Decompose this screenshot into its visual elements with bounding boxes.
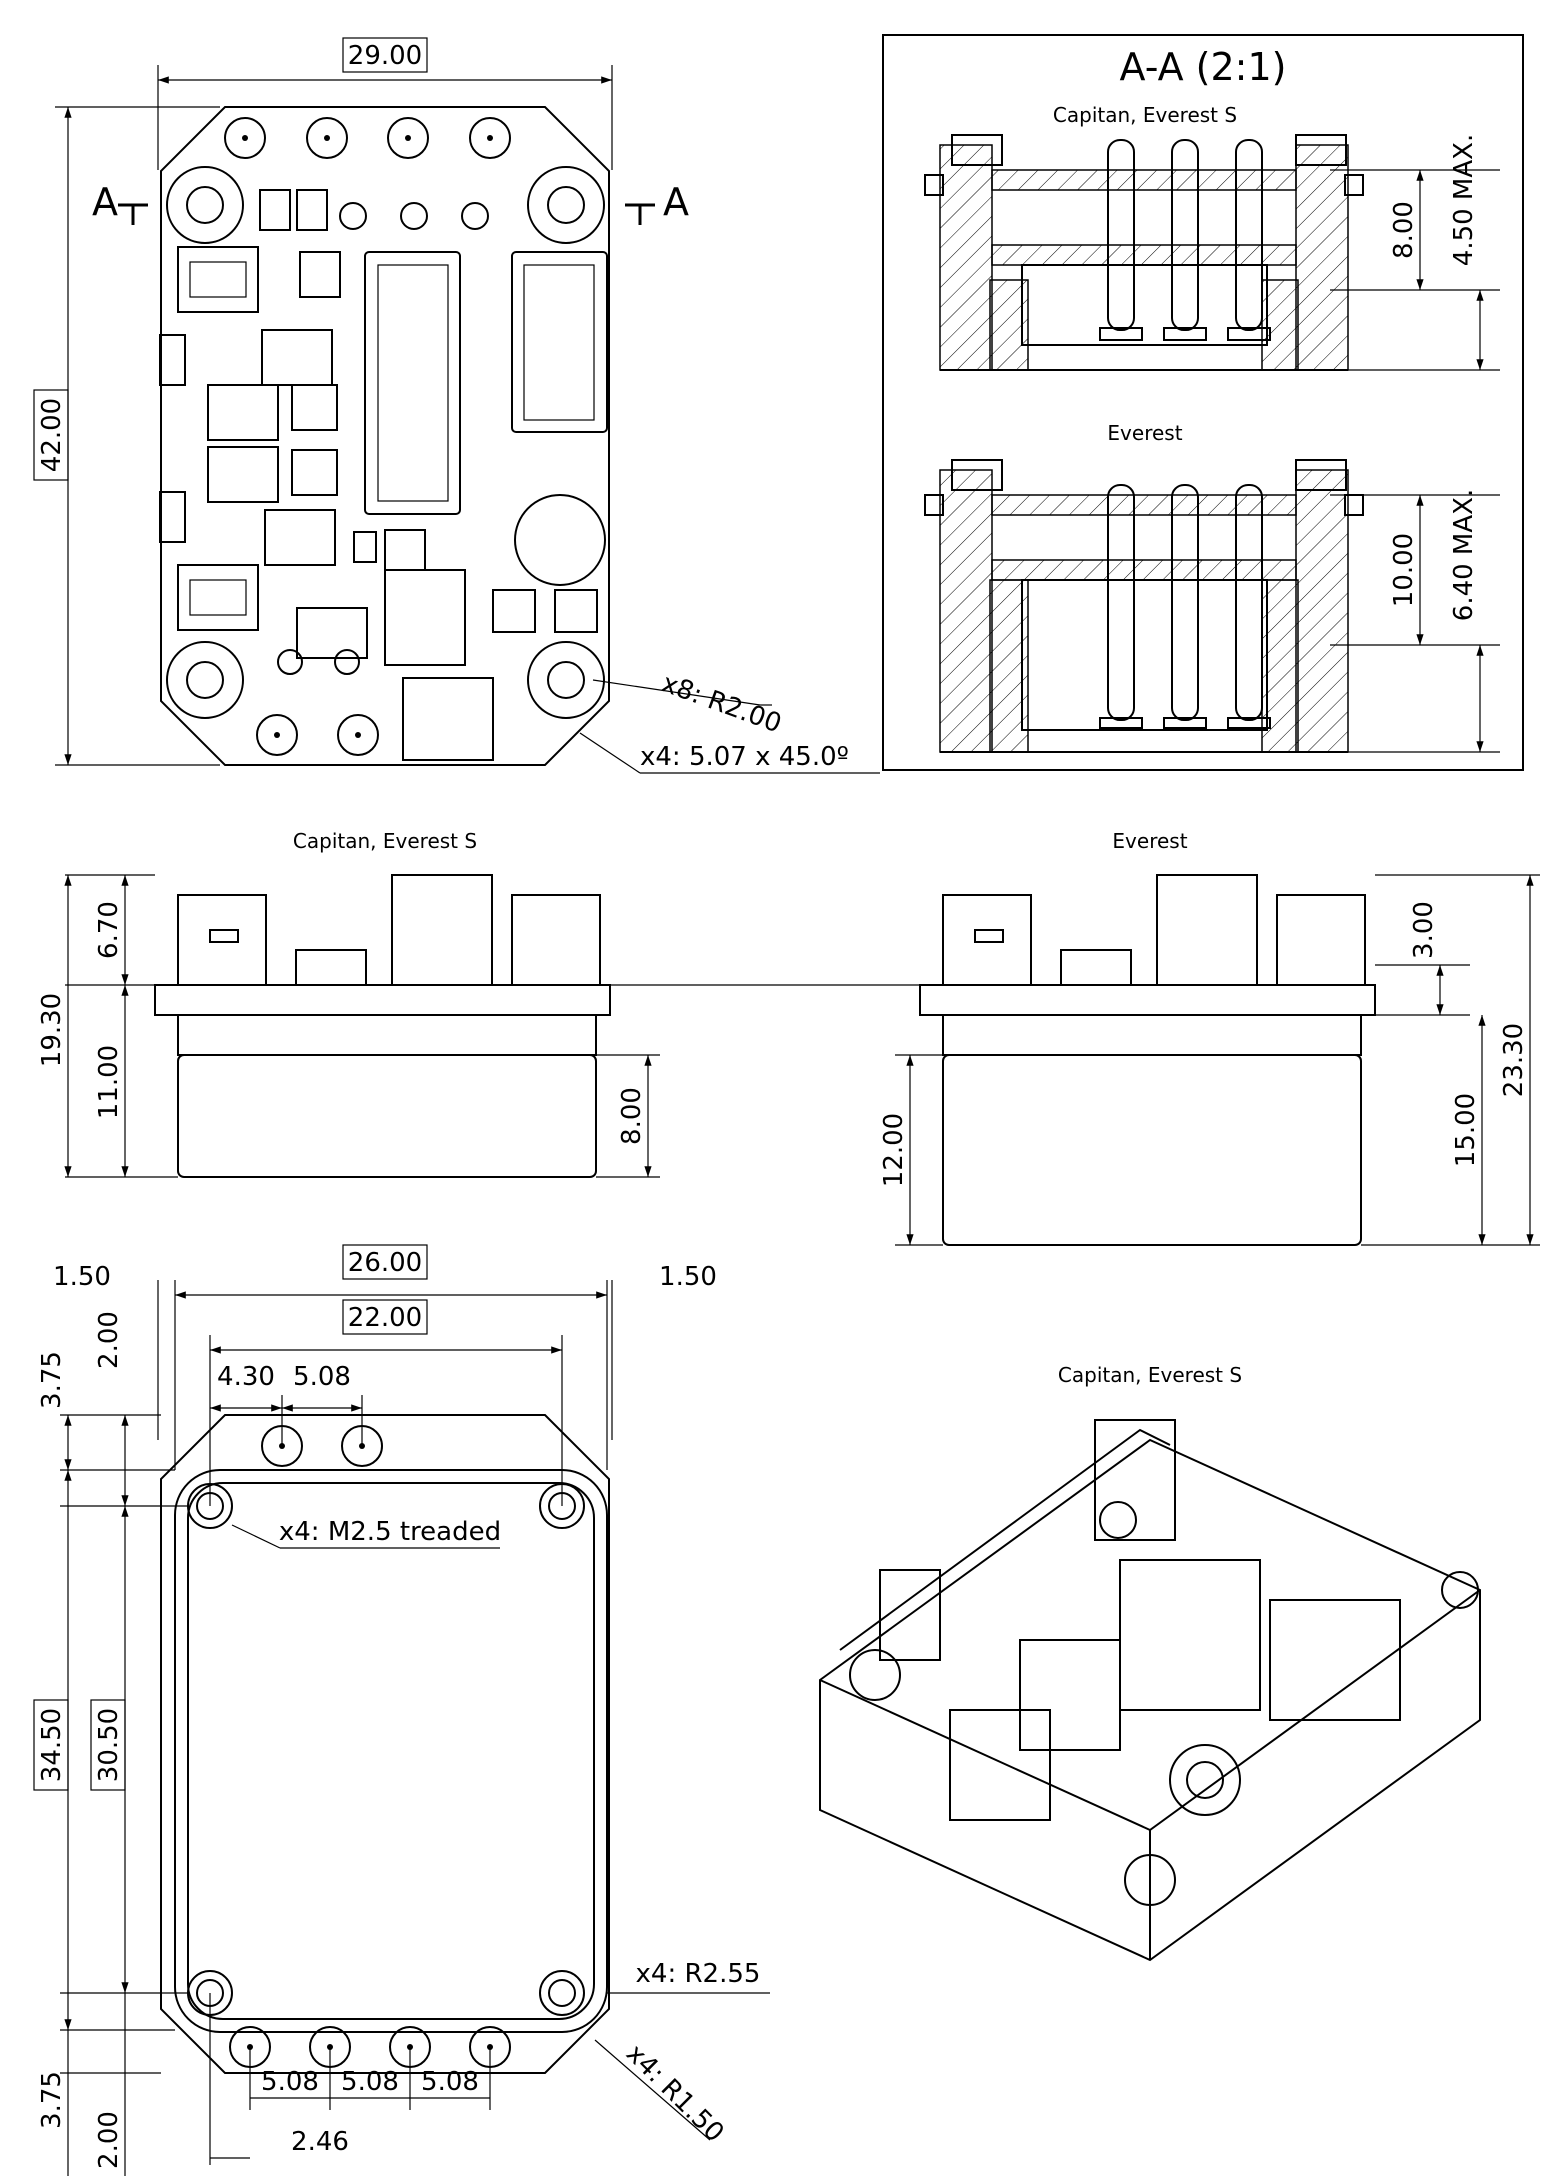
section-upper-dim-b: 4.50 MAX. xyxy=(1449,134,1479,266)
section-upper-label: Capitan, Everest S xyxy=(1053,103,1237,127)
section-marker-left: A xyxy=(92,180,118,224)
section-upper-dim-a: 8.00 xyxy=(1389,201,1419,259)
side-left-dim-total: 19.30 xyxy=(37,993,67,1067)
bottom-dim-pitch-1: 5.08 xyxy=(261,2067,319,2097)
side-left-label: Capitan, Everest S xyxy=(293,829,477,853)
bottom-callout-corner-radius: x4: R2.55 xyxy=(636,1959,761,1989)
top-callout-chamfer: x4: 5.07 x 45.0º xyxy=(640,742,849,772)
bottom-dim-left-margin: 1.50 xyxy=(53,1262,111,1292)
side-right-heatsink xyxy=(942,1054,1362,1246)
bottom-dim-right-margin: 1.50 xyxy=(659,1262,717,1292)
bottom-dim-top-small: 2.00 xyxy=(94,1311,124,1369)
bottom-dim-pitch-3: 5.08 xyxy=(421,2067,479,2097)
side-right-dim-heatsink: 12.00 xyxy=(879,1113,909,1187)
section-lower-dim-b: 6.40 MAX. xyxy=(1449,489,1479,621)
top-mounting-holes xyxy=(166,166,605,719)
side-right-label: Everest xyxy=(1112,829,1187,853)
bottom-callout-small-radius: x4: R1.50 xyxy=(620,2039,730,2149)
bottom-dim-outer-height: 34.50 xyxy=(37,1708,67,1782)
side-right-dim-total: 23.30 xyxy=(1499,1023,1529,1097)
section-lower-dim-a: 10.00 xyxy=(1389,533,1419,607)
section-marker-right: A xyxy=(663,180,689,224)
side-view-left xyxy=(64,874,920,1178)
section-lower-label: Everest xyxy=(1107,421,1182,445)
bottom-heatsink-outline xyxy=(174,1469,608,2033)
dim-width-box xyxy=(342,37,428,73)
section-view xyxy=(882,34,1524,771)
iso-label: Capitan, Everest S xyxy=(1058,1363,1242,1387)
side-left-dim-heatsink: 8.00 xyxy=(617,1087,647,1145)
dim-height-box xyxy=(33,389,69,481)
side-left-heatsink xyxy=(177,1054,597,1178)
iso-outline xyxy=(819,1438,1481,1962)
section-lower xyxy=(924,459,1364,753)
bottom-view xyxy=(33,1244,770,2176)
bottom-dim-inner-height: 30.50 xyxy=(94,1708,124,1782)
section-frame xyxy=(882,34,1524,771)
side-left-board xyxy=(154,984,611,1016)
section-title: A-A (2:1) xyxy=(1120,45,1287,89)
section-upper xyxy=(924,134,1364,371)
top-dim-height: 42.00 xyxy=(37,398,67,472)
side-right-dim-top: 3.00 xyxy=(1409,901,1439,959)
bottom-dim-pitch-2: 5.08 xyxy=(341,2067,399,2097)
bottom-dim-top-offset: 3.75 xyxy=(37,1351,67,1409)
section-markers xyxy=(118,203,655,225)
top-components xyxy=(159,189,608,761)
side-view-right xyxy=(895,874,1540,1246)
top-callout-radius: x8: R2.00 xyxy=(658,668,786,739)
bottom-dim-outer-width: 26.00 xyxy=(348,1248,422,1278)
bottom-dim-bottom-small: 2.00 xyxy=(94,2111,124,2169)
dim-22-box xyxy=(342,1299,428,1335)
side-left-dim-bottom: 11.00 xyxy=(94,1045,124,1119)
top-pin-pads xyxy=(224,117,511,756)
dim-305-box xyxy=(90,1699,126,1791)
bottom-dim-pin-pitch-top: 5.08 xyxy=(293,1362,351,1392)
bottom-heatsink-inner xyxy=(187,1482,595,2020)
dim-26-box xyxy=(342,1244,428,1280)
bottom-callout-thread: x4: M2.5 treaded xyxy=(279,1517,501,1547)
top-dim-width: 29.00 xyxy=(348,41,422,71)
side-left-dim-top: 6.70 xyxy=(94,901,124,959)
side-right-board xyxy=(919,984,1376,1016)
top-board-outline xyxy=(160,106,610,766)
bottom-thread-holes xyxy=(187,1483,585,2016)
bottom-dim-pin-offset: 4.30 xyxy=(217,1362,275,1392)
iso-view xyxy=(819,1419,1481,1962)
dim-345-box xyxy=(33,1699,69,1791)
bottom-dim-pin-start: 2.46 xyxy=(291,2127,349,2157)
bottom-dim-bottom-offset: 3.75 xyxy=(37,2071,67,2129)
bottom-dim-inner-width: 22.00 xyxy=(348,1303,422,1333)
side-right-dim-lower: 15.00 xyxy=(1451,1093,1481,1167)
bottom-board-outline xyxy=(160,1414,610,2074)
top-view xyxy=(33,37,880,774)
